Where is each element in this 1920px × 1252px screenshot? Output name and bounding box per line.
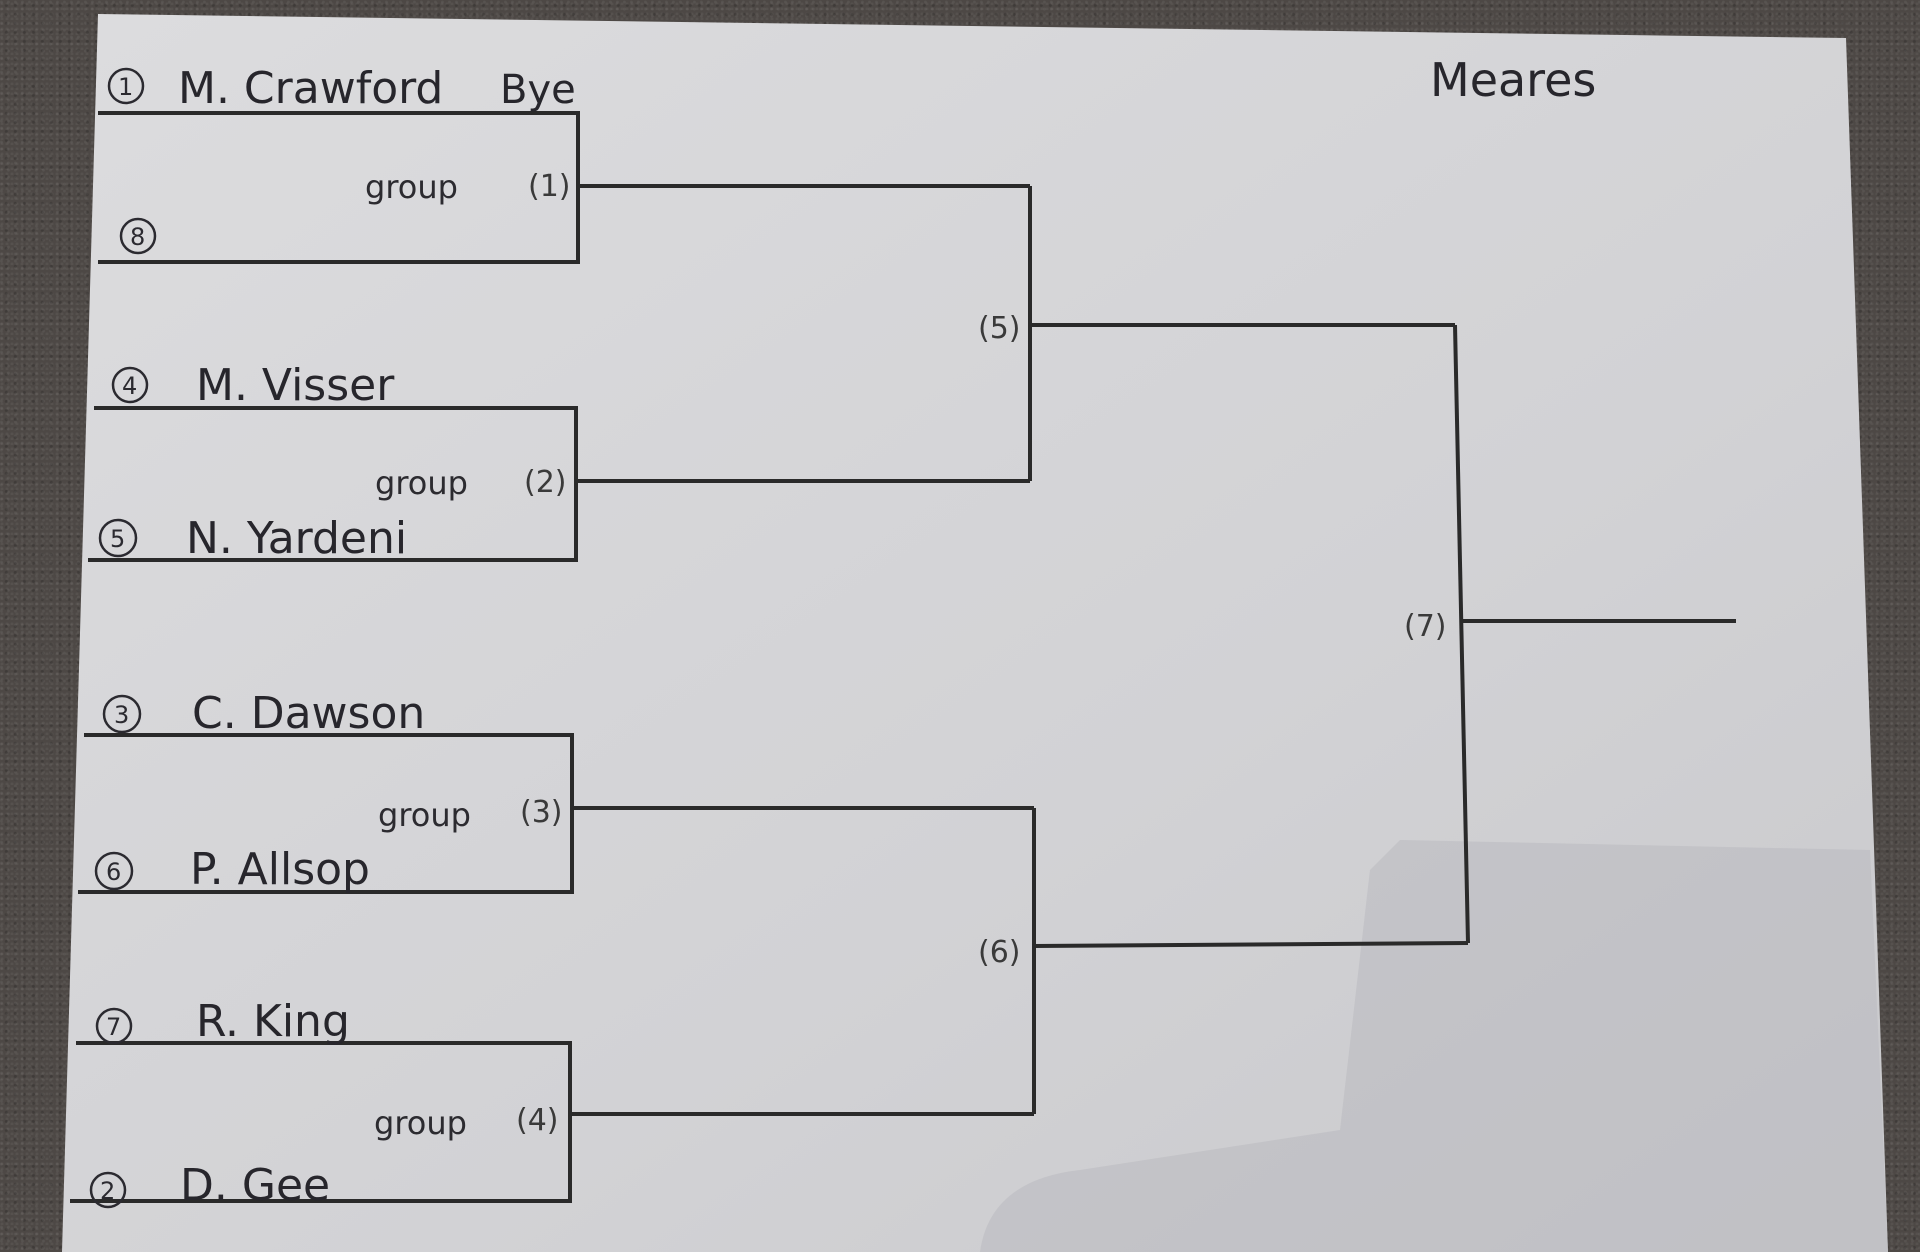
match-number: (5) <box>978 311 1021 346</box>
seed-marker: 6 <box>94 851 134 891</box>
seed-marker: 7 <box>95 1007 133 1045</box>
svg-text:3: 3 <box>114 701 129 729</box>
match-number: (6) <box>978 935 1021 970</box>
seed-marker: 3 <box>102 694 142 734</box>
svg-text:8: 8 <box>130 223 145 251</box>
entry-name: M. Visser <box>196 360 395 411</box>
match-3-bracket <box>78 733 574 894</box>
entry-name: R. King <box>196 996 350 1047</box>
match-number: (3) <box>520 795 563 830</box>
match-4-bracket <box>70 1041 572 1203</box>
match-note: group <box>378 796 471 834</box>
match-2-bracket <box>88 406 578 562</box>
svg-text:2: 2 <box>100 1177 115 1205</box>
match-note: group <box>374 1104 467 1142</box>
seed-marker: 1 <box>107 67 145 105</box>
match-note: group <box>375 464 468 502</box>
match-7-bracket <box>1453 324 1470 944</box>
paper-shadow <box>980 840 1888 1252</box>
entry-name: M. Crawford <box>178 63 443 114</box>
match-number: (1) <box>528 169 571 204</box>
seed-marker: 5 <box>98 518 138 558</box>
sheet-title: Meares <box>1430 53 1596 107</box>
match-note: group <box>365 168 458 206</box>
bye-label: Bye <box>500 67 576 113</box>
match-number: (2) <box>524 465 567 500</box>
seed-marker: 4 <box>111 366 149 404</box>
match-6-connector <box>1033 941 1469 948</box>
entry-name: N. Yardeni <box>186 513 407 564</box>
svg-text:6: 6 <box>106 858 121 886</box>
seed-marker: 2 <box>89 1171 127 1209</box>
svg-text:5: 5 <box>110 525 125 553</box>
svg-text:7: 7 <box>106 1013 121 1041</box>
svg-text:4: 4 <box>122 372 137 400</box>
match-number: (4) <box>516 1103 559 1138</box>
entry-name: C. Dawson <box>192 688 425 739</box>
svg-text:1: 1 <box>118 73 133 101</box>
match-number: (7) <box>1404 609 1447 644</box>
seed-marker: 8 <box>119 217 157 255</box>
entry-name: P. Allsop <box>190 844 370 895</box>
entry-name: D. Gee <box>180 1160 330 1211</box>
